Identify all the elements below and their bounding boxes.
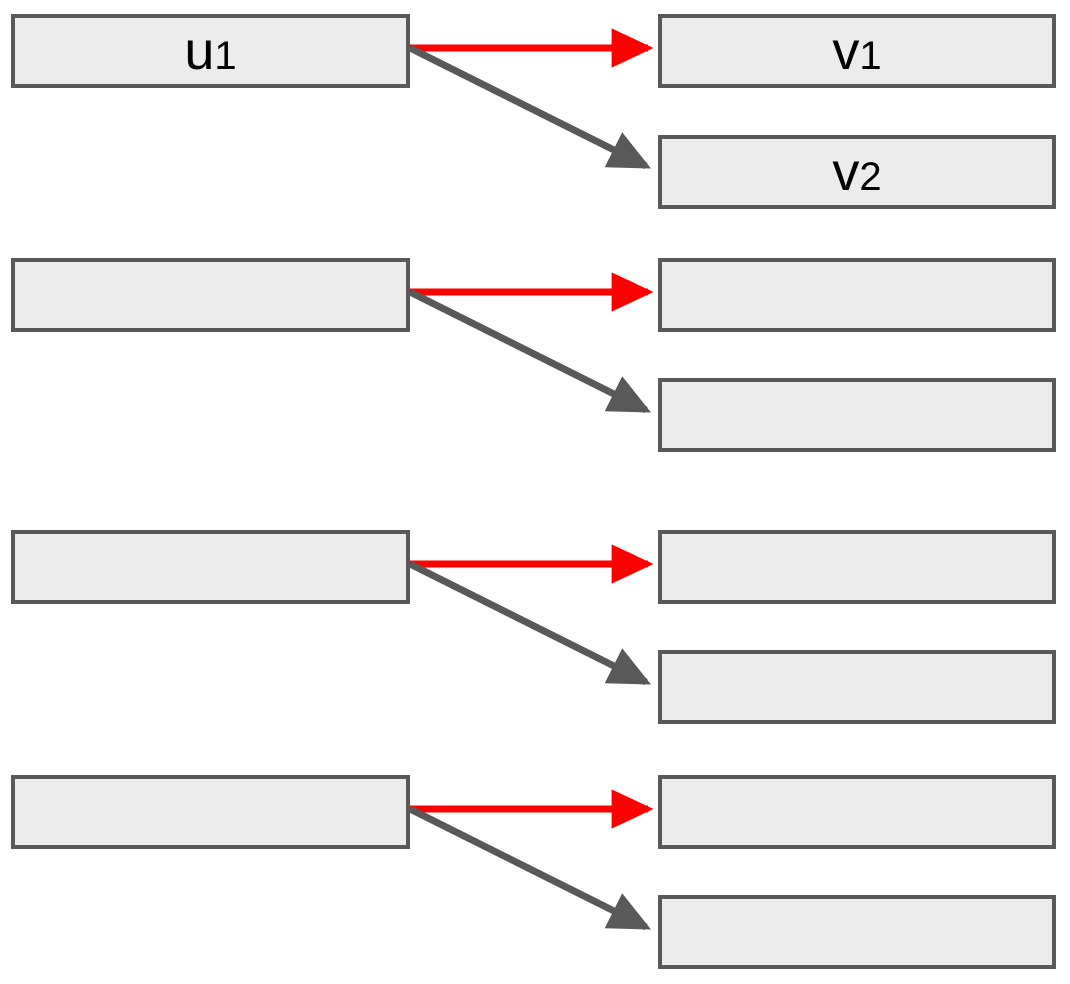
node-v5[interactable] [658, 530, 1056, 604]
node-u1-label-base: u [184, 21, 215, 81]
node-u4[interactable] [11, 775, 410, 849]
edge-gray-4 [408, 805, 652, 931]
node-v8[interactable] [658, 895, 1056, 969]
node-v4[interactable] [658, 378, 1056, 452]
node-v3[interactable] [658, 258, 1056, 332]
node-v1-label: v1 [832, 24, 881, 78]
node-u3[interactable] [11, 530, 410, 604]
node-v7[interactable] [658, 775, 1056, 849]
node-v2-label-base: v [832, 142, 860, 202]
node-v1-label-base: v [832, 21, 860, 81]
node-v2-label-sub: 2 [859, 155, 882, 199]
edge-gray-2 [408, 288, 652, 414]
node-u2[interactable] [11, 258, 410, 332]
node-v1-label-sub: 1 [859, 34, 882, 78]
node-v2-label: v2 [832, 145, 881, 199]
node-u1[interactable]: u1 [11, 14, 410, 88]
node-v1[interactable]: v1 [658, 14, 1056, 88]
node-u1-label: u1 [184, 24, 236, 78]
edge-gray-1 [408, 44, 652, 170]
edge-gray-3 [408, 560, 652, 686]
node-v6[interactable] [658, 650, 1056, 724]
node-v2[interactable]: v2 [658, 135, 1056, 209]
node-u1-label-sub: 1 [214, 34, 237, 78]
